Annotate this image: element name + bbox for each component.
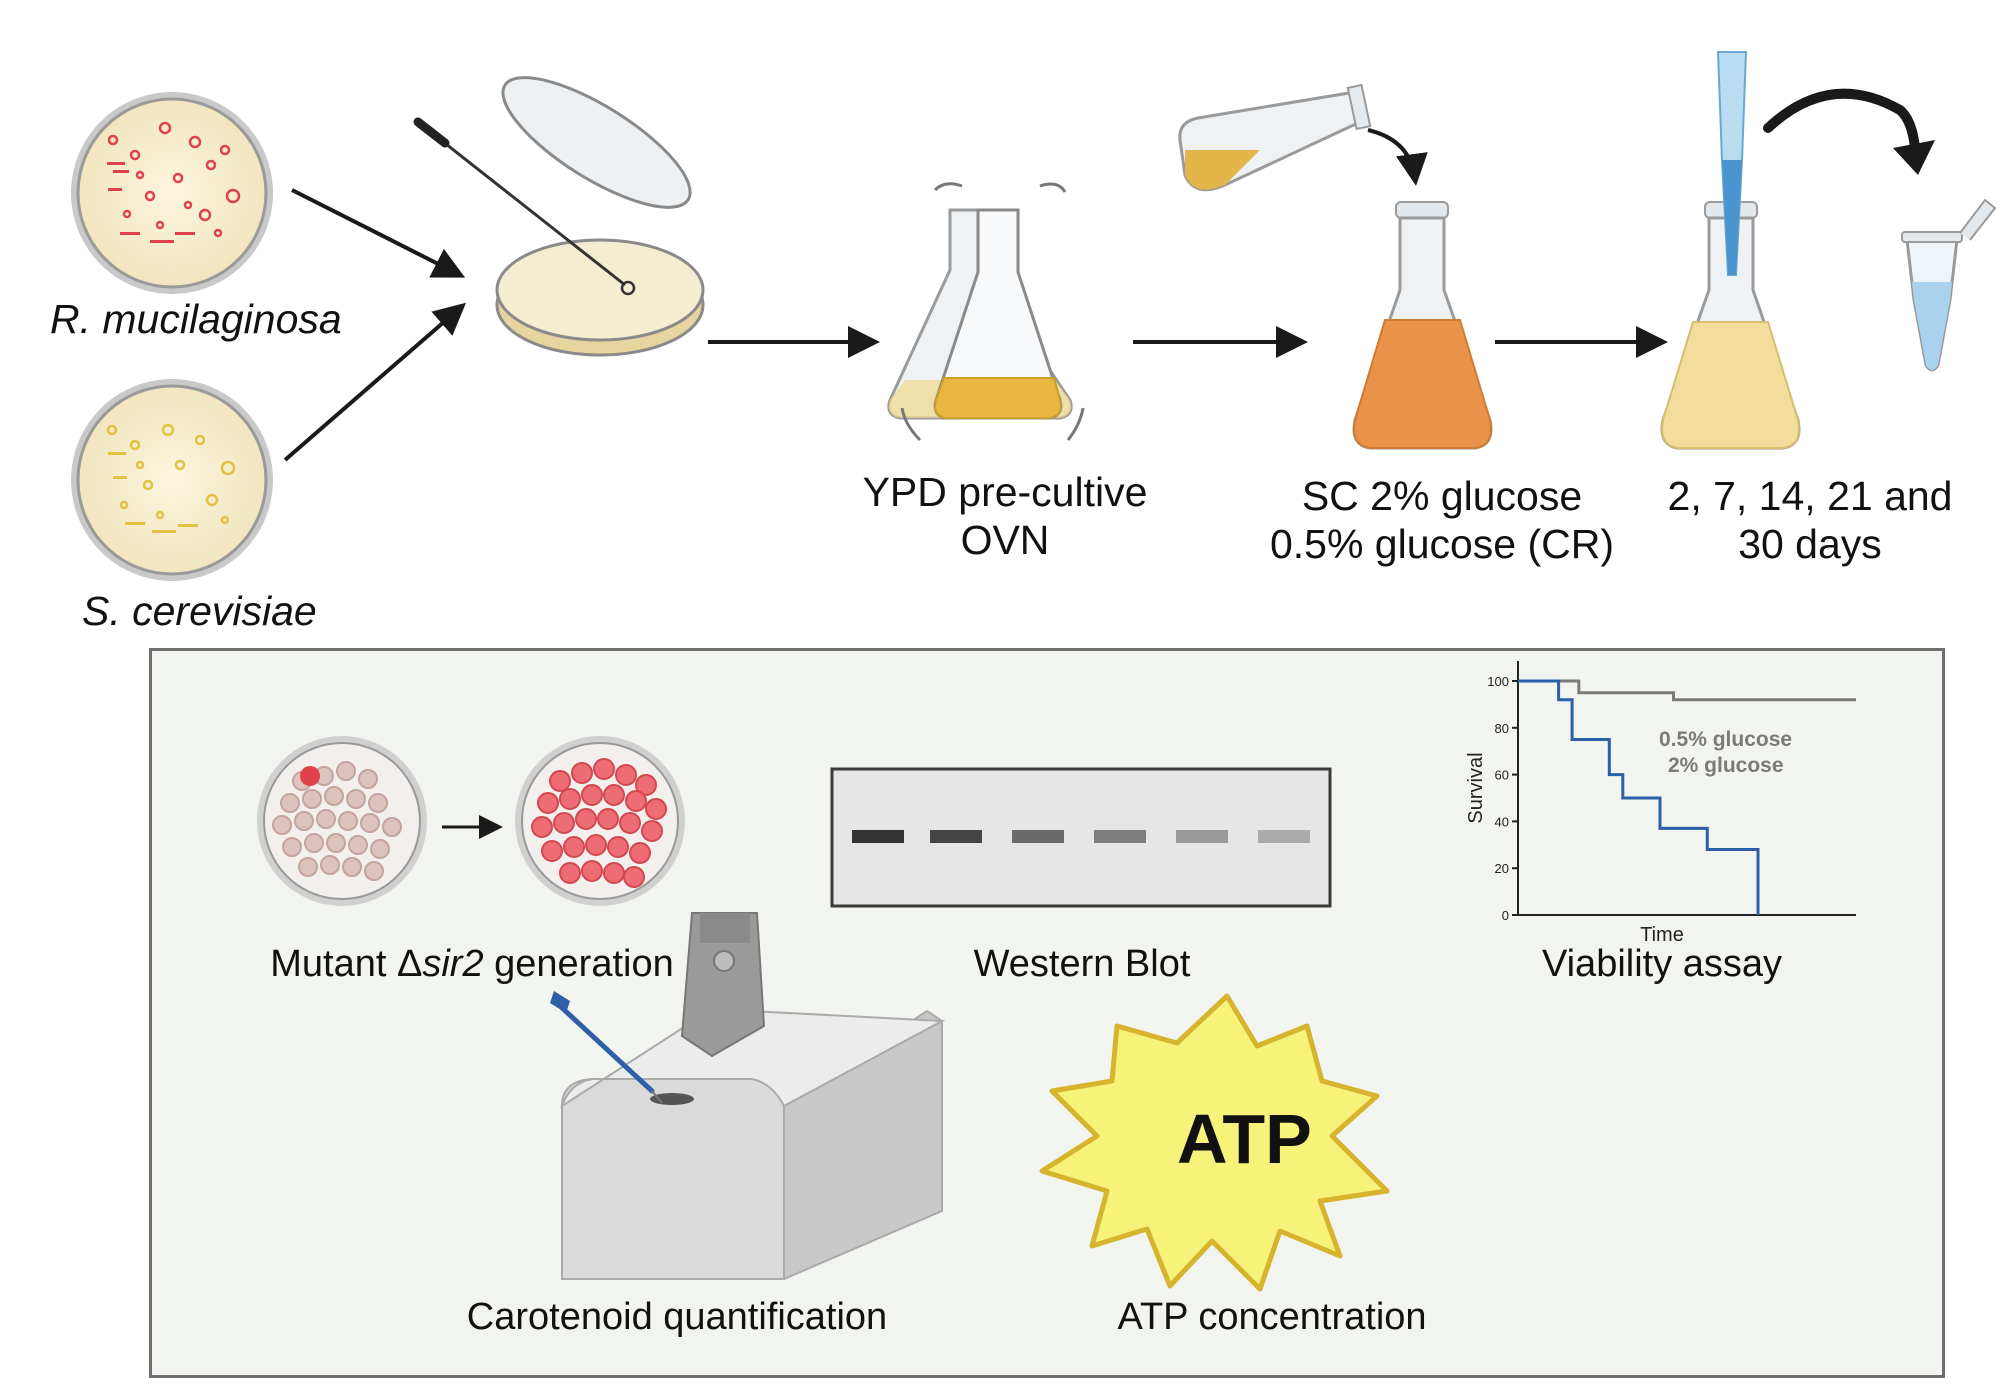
western-blot-label: Western Blot: [973, 943, 1191, 985]
survival-chart: 0 20 40 60 80 100 0.5% glucose 2% glucose Tim…: [1465, 661, 1856, 946]
arrow-yellow-to-plate: [283, 302, 467, 462]
mutant-plates-icon: [257, 736, 685, 906]
timepoints-line-2: 30 days: [1738, 521, 1882, 567]
media-label: SC 2% glucose 0.5% glucose (CR): [1242, 472, 1642, 568]
y-tick-label: 40: [1495, 814, 1509, 829]
western-blot-icon: [830, 767, 1332, 908]
viability-assay-label: Viability assay: [1541, 943, 1783, 985]
s-cerevisiae-label: S. cerevisiae: [82, 588, 317, 634]
legend-0-5-glucose: 0.5% glucose: [1659, 728, 1792, 751]
mutant-gene: sir2: [422, 943, 484, 985]
r-mucilaginosa-label: R. mucilaginosa: [50, 296, 342, 342]
y-tick-label: 100: [1487, 674, 1509, 689]
mutant-suffix: generation: [483, 943, 674, 985]
arrow-red-to-plate: [291, 188, 466, 278]
series-line-2-glucose: [1518, 679, 1760, 915]
y-tick-label: 80: [1495, 721, 1509, 736]
s-cerevisiae-plate-icon: [71, 379, 273, 581]
y-tick-label: 20: [1495, 861, 1509, 876]
atp-burst-icon: [1039, 993, 1390, 1292]
legend-2-glucose: 2% glucose: [1668, 754, 1784, 777]
assay-panel: 0 20 40 60 80 100 0.5% glucose 2% glucose Tim…: [149, 648, 1945, 1378]
eppendorf-tube-icon: [1901, 198, 1997, 372]
preculture-label: YPD pre-cultive OVN: [820, 468, 1190, 564]
media-line-2: 0.5% glucose (CR): [1269, 521, 1615, 567]
preculture-line-2: OVN: [960, 517, 1050, 563]
series-line-0-5-glucose: [1518, 679, 1856, 702]
timepoints-label: 2, 7, 14, 21 and 30 days: [1640, 472, 1980, 568]
media-line-1: SC 2% glucose: [1301, 473, 1583, 519]
x-axis-label: Time: [1640, 924, 1684, 946]
assay-illustrations: 0 20 40 60 80 100 0.5% glucose 2% glucose Tim…: [257, 661, 1856, 1292]
shaking-flask-icon: [887, 182, 1085, 442]
orange-flask-icon: [1352, 201, 1493, 450]
petri-dish-loop-icon: [413, 76, 705, 357]
y-tick-label: 0: [1502, 908, 1509, 923]
y-axis-label: Survival: [1465, 752, 1487, 823]
r-mucilaginosa-plate-icon: [71, 92, 273, 294]
mutant-prefix: Mutant Δ: [270, 943, 423, 985]
pouring-flask-icon: [1178, 83, 1428, 192]
atp-concentration-label: ATP concentration: [1117, 1296, 1427, 1338]
atp-burst-label: ATP: [1177, 1100, 1312, 1178]
timepoints-line-1: 2, 7, 14, 21 and: [1667, 473, 1953, 519]
mutant-generation-label: Mutant Δsir2 generation: [252, 943, 692, 986]
carotenoid-label: Carotenoid quantification: [466, 1296, 888, 1338]
y-tick-label: 60: [1495, 768, 1509, 783]
spectrophotometer-icon: [550, 912, 946, 1281]
sampling-flask-icon: [1660, 51, 1935, 450]
preculture-line-1: YPD pre-cultive: [862, 469, 1148, 515]
